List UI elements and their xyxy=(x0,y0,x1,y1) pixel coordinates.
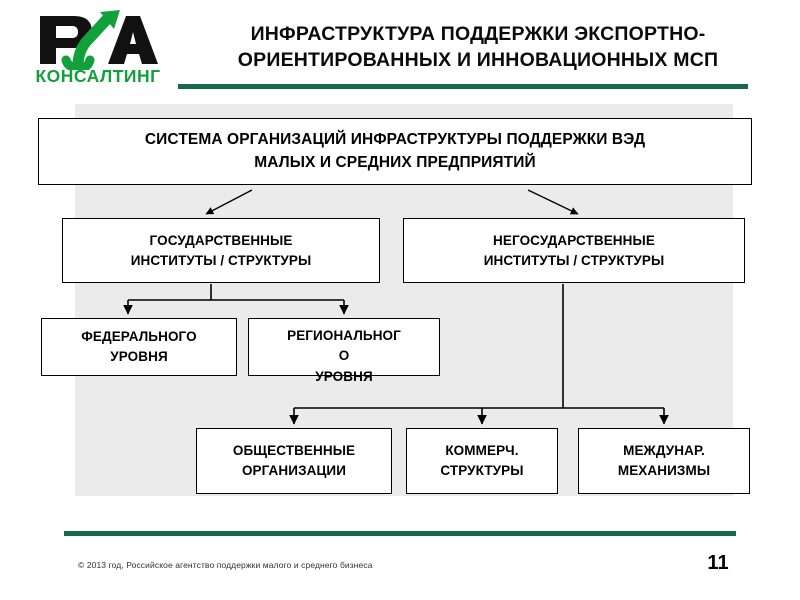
diagram-node-regional-line-1: РЕГИОНАЛЬНОГ xyxy=(287,328,401,343)
diagram-node-regional[interactable]: РЕГИОНАЛЬНОГ О УРОВНЯ xyxy=(248,318,440,384)
diagram-node-commerce[interactable]: КОММЕРЧ. СТРУКТУРЫ xyxy=(406,428,558,494)
diagram-node-public-line-1: ОБЩЕСТВЕННЫЕ xyxy=(232,443,356,459)
diagram-node-federal-line-2: УРОВНЯ xyxy=(110,349,168,364)
diagram-node-state-line-2: ИНСТИТУТЫ / СТРУКТУРЫ xyxy=(130,252,312,268)
diagram-node-commerce-label: КОММЕРЧ. СТРУКТУРЫ xyxy=(434,441,529,480)
diagram-node-nonstate-line-1: НЕГОСУДАРСТВЕННЫЕ xyxy=(493,232,655,248)
diagram-node-intl-label: МЕЖДУНАР. МЕХАНИЗМЫ xyxy=(612,441,716,480)
diagram-node-state[interactable]: ГОСУДАРСТВЕННЫЕ ИНСТИТУТЫ / СТРУКТУРЫ xyxy=(62,218,380,283)
edge-root-to-nonstate xyxy=(527,189,579,215)
logo-wordmark: КОНСАЛТИНГ xyxy=(35,66,161,86)
diagram-node-commerce-line-2: СТРУКТУРЫ xyxy=(440,463,524,478)
diagram-node-root-line-1: СИСТЕМА ОРГАНИЗАЦИЙ ИНФРАСТРУКТУРЫ ПОДДЕ… xyxy=(144,131,646,149)
edge-root-to-state xyxy=(205,189,253,215)
diagram-node-root[interactable]: СИСТЕМА ОРГАНИЗАЦИЙ ИНФРАСТРУКТУРЫ ПОДДЕ… xyxy=(38,118,752,185)
diagram-node-nonstate-line-2: ИНСТИТУТЫ / СТРУКТУРЫ xyxy=(483,252,665,268)
diagram-node-regional-label: РЕГИОНАЛЬНОГ О УРОВНЯ xyxy=(281,326,407,387)
diagram-node-root-line-2: МАЛЫХ И СРЕДНИХ ПРЕДПРИЯТИЙ xyxy=(254,153,536,171)
footer-copyright: © 2013 год, Российское агентство поддерж… xyxy=(78,560,373,570)
diagram-node-state-label: ГОСУДАРСТВЕННЫЕ ИНСТИТУТЫ / СТРУКТУРЫ xyxy=(125,231,318,270)
logo-mark-icon xyxy=(40,10,158,70)
diagram-node-federal-label: ФЕДЕРАЛЬНОГО УРОВНЯ xyxy=(75,327,202,366)
diagram-node-nonstate[interactable]: НЕГОСУДАРСТВЕННЫЕ ИНСТИТУТЫ / СТРУКТУРЫ xyxy=(403,218,745,283)
diagram-node-regional-line-2: О xyxy=(338,348,350,364)
company-logo: КОНСАЛТИНГ xyxy=(22,8,172,96)
page-number: 11 xyxy=(707,552,729,574)
diagram-node-public[interactable]: ОБЩЕСТВЕННЫЕ ОРГАНИЗАЦИИ xyxy=(196,428,392,494)
footer-rule xyxy=(64,531,736,536)
page-title-line-1: ИНФРАСТРУКТУРА ПОДДЕРЖКИ ЭКСПОРТНО- xyxy=(250,23,706,45)
page-title-line-2: ОРИЕНТИРОВАННЫХ И ИННОВАЦИОННЫХ МСП xyxy=(237,48,719,71)
title-underline-rule xyxy=(178,84,748,89)
diagram-node-public-line-2: ОРГАНИЗАЦИИ xyxy=(241,463,347,478)
diagram-node-state-line-1: ГОСУДАРСТВЕННЫЕ xyxy=(149,232,293,248)
diagram-node-federal-line-1: ФЕДЕРАЛЬНОГО xyxy=(81,329,197,345)
diagram-node-public-label: ОБЩЕСТВЕННЫЕ ОРГАНИЗАЦИИ xyxy=(227,441,361,480)
diagram-node-root-label: СИСТЕМА ОРГАНИЗАЦИЙ ИНФРАСТРУКТУРЫ ПОДДЕ… xyxy=(139,129,651,174)
diagram-node-nonstate-label: НЕГОСУДАРСТВЕННЫЕ ИНСТИТУТЫ / СТРУКТУРЫ xyxy=(478,231,671,270)
diagram-node-regional-line-3: УРОВНЯ xyxy=(315,368,373,384)
page-title: ИНФРАСТРУКТУРА ПОДДЕРЖКИ ЭКСПОРТНО- ОРИЕ… xyxy=(178,22,778,73)
diagram-node-federal[interactable]: ФЕДЕРАЛЬНОГО УРОВНЯ xyxy=(41,318,237,376)
diagram-node-intl-line-1: МЕЖДУНАР. xyxy=(623,443,705,459)
diagram-node-intl-line-2: МЕХАНИЗМЫ xyxy=(617,463,711,478)
diagram-node-intl[interactable]: МЕЖДУНАР. МЕХАНИЗМЫ xyxy=(578,428,750,494)
diagram-node-commerce-line-1: КОММЕРЧ. xyxy=(445,443,519,459)
